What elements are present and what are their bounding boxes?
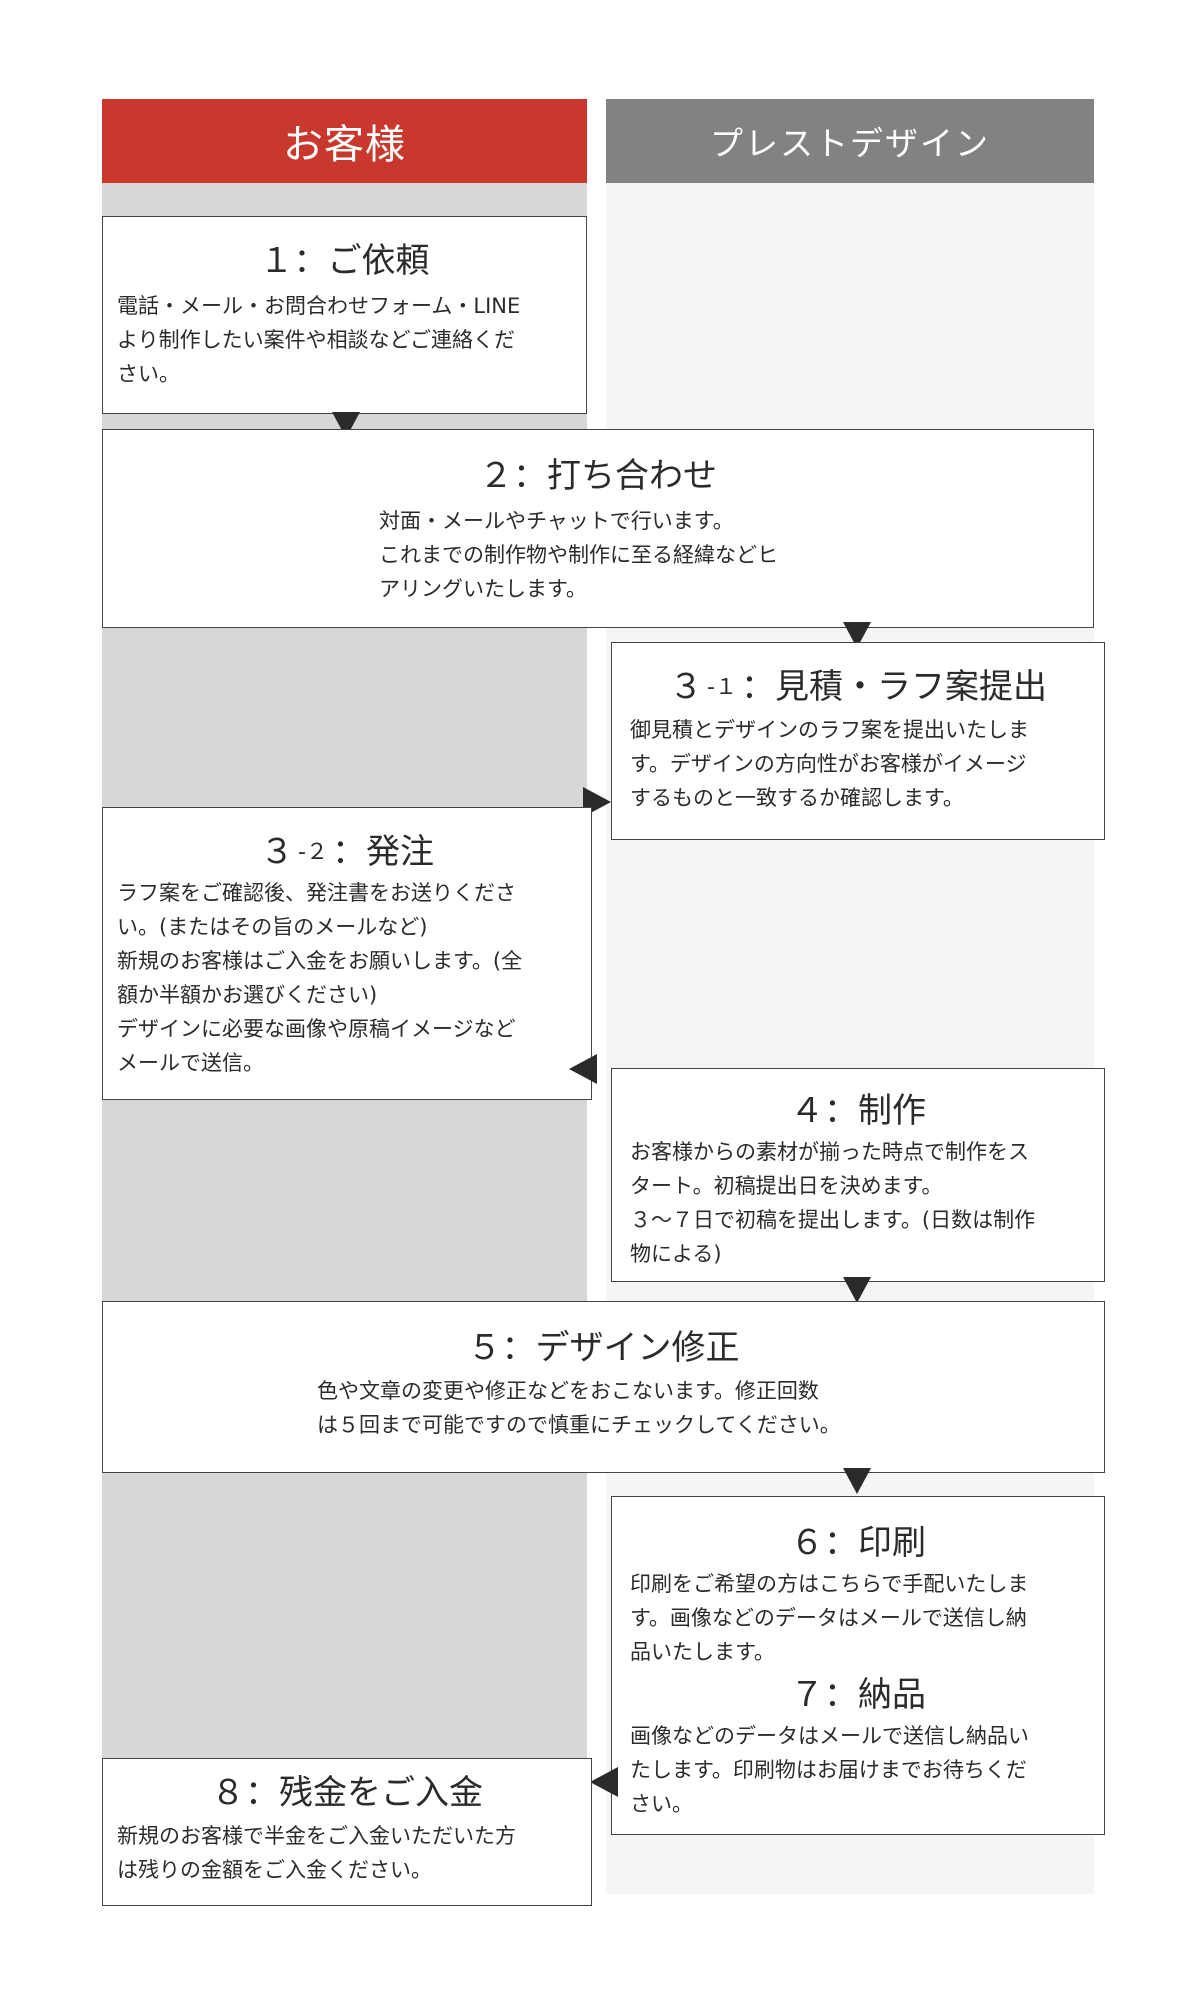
step-8-final-payment: ８：残金をご入金 新規のお客様で半金をご入金いただいた方 は残りの金額をご入金く…: [102, 1758, 592, 1906]
step-3-1-subnumber: -１: [707, 675, 737, 700]
step-3-2-body: ラフ案をご確認後、発注書をお送りくださ い。(またはその旨のメールなど) 新規の…: [117, 881, 523, 1075]
step-5-body: 色や文章の変更や修正などをおこないます。修正回数 は５回まで可能ですので慎重にチ…: [317, 1379, 841, 1437]
step-5-title: ５：デザイン修正: [467, 1328, 740, 1368]
step-2-meeting: ２：打ち合わせ 対面・メールやチャットで行います。 これまでの制作物や制作に至る…: [102, 429, 1094, 628]
step-8-body: 新規のお客様で半金をご入金いただいた方 は残りの金額をご入金ください。: [117, 1824, 516, 1882]
step-3-2-order: ３-２：発注 ラフ案をご確認後、発注書をお送りくださ い。(またはその旨のメール…: [102, 807, 592, 1100]
company-column-header: プレストデザイン: [606, 99, 1094, 183]
step-3-2-title: ３-２：発注: [103, 824, 591, 873]
arrow-down-4: [843, 1468, 871, 1494]
step-3-1-label: ：見積・ラフ案提出: [740, 667, 1047, 707]
step-3-1-body: 御見積とデザインのラフ案を提出いたしま す。デザインの方向性がお客様がイメージ …: [630, 718, 1029, 810]
arrow-down-3: [843, 1277, 871, 1303]
step-3-2-number: ３: [260, 832, 295, 872]
step-7-title: ７：納品: [790, 1675, 926, 1715]
step-2-body: 対面・メールやチャットで行います。 これまでの制作物や制作に至る経緯などヒ アリ…: [379, 509, 778, 601]
step-3-2-label: ：発注: [331, 832, 434, 872]
step-5-design-revision: ５：デザイン修正 色や文章の変更や修正などをおこないます。修正回数 は５回まで可…: [102, 1301, 1105, 1473]
step-3-1-estimate: ３-１：見積・ラフ案提出 御見積とデザインのラフ案を提出いたしま す。デザインの…: [611, 642, 1105, 840]
step-4-title: ４：制作: [790, 1091, 926, 1131]
step-4-production: ４：制作 お客様からの素材が揃った時点で制作をス タート。初稿提出日を決めます。…: [611, 1068, 1105, 1282]
step-6-7-print-delivery: ６：印刷 印刷をご希望の方はこちらで手配いたしま す。画像などのデータはメールで…: [611, 1496, 1105, 1835]
step-1-title: １：ご依頼: [259, 241, 430, 281]
arrow-left-2: [590, 1767, 618, 1797]
step-1-body: 電話・メール・お問合わせフォーム・LINE より制作したい案件や相談などご連絡く…: [117, 294, 521, 386]
step-3-2-subnumber: -２: [298, 840, 328, 865]
step-3-1-number: ３: [669, 667, 704, 707]
step-6-body: 印刷をご希望の方はこちらで手配いたしま す。画像などのデータはメールで送信し納 …: [630, 1572, 1029, 1664]
arrow-left-1: [569, 1054, 597, 1084]
step-3-1-title: ３-１：見積・ラフ案提出: [612, 659, 1104, 708]
step-4-body: お客様からの素材が揃った時点で制作をス タート。初稿提出日を決めます。 ３〜７日…: [630, 1140, 1036, 1266]
step-1-request: １：ご依頼 電話・メール・お問合わせフォーム・LINE より制作したい案件や相談…: [102, 216, 587, 414]
step-6-title: ６：印刷: [790, 1523, 926, 1563]
step-7-body: 画像などのデータはメールで送信し納品い たします。印刷物はお届けまでお待ちくだ …: [630, 1724, 1029, 1816]
step-2-title: ２：打ち合わせ: [479, 456, 717, 496]
customer-column-header: お客様: [102, 99, 587, 183]
step-8-title: ８：残金をご入金: [211, 1773, 483, 1813]
